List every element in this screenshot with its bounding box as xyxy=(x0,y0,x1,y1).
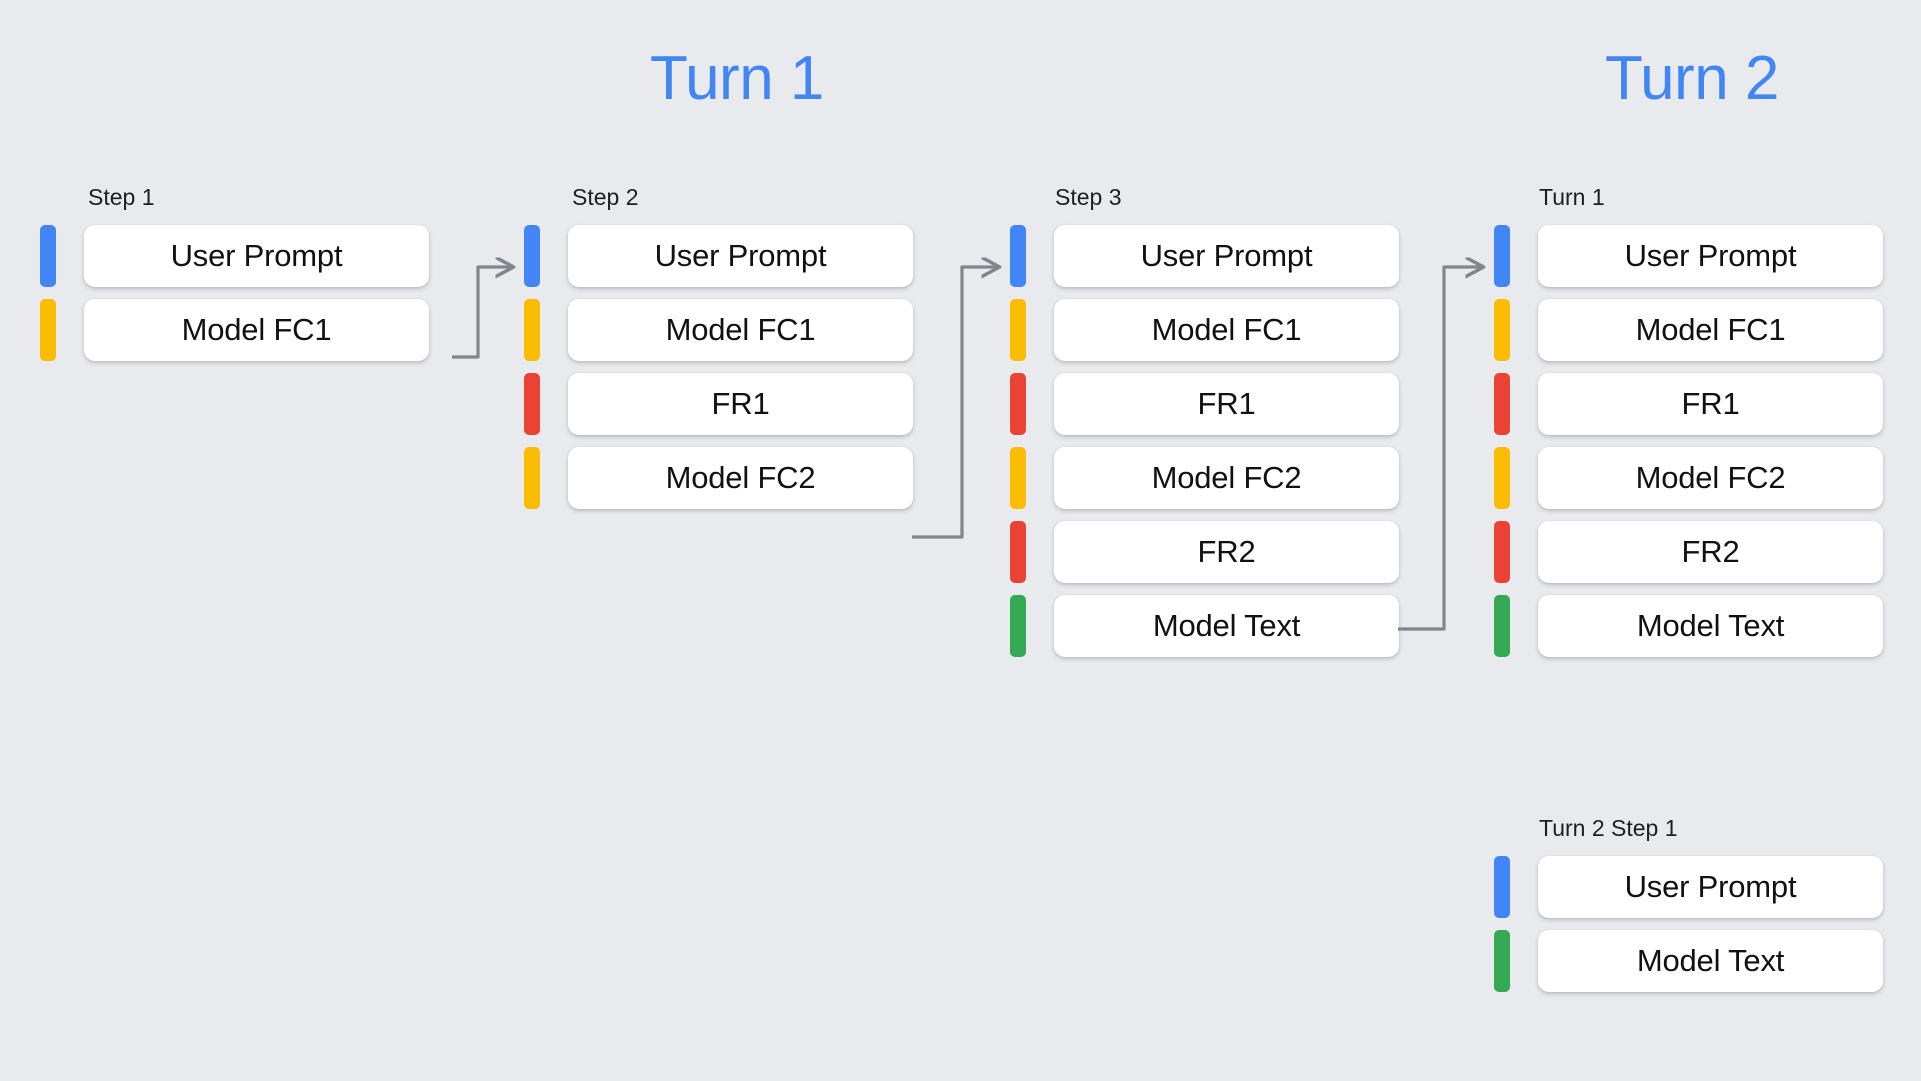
status-bar-yellow xyxy=(1494,447,1510,509)
list-item[interactable]: FR2 xyxy=(1494,521,1883,583)
status-bar-blue xyxy=(40,225,56,287)
list-item[interactable]: FR1 xyxy=(524,373,913,435)
connector-step3-to-turn1 xyxy=(1398,267,1483,631)
status-bar-blue xyxy=(1494,856,1510,918)
status-bar-blue xyxy=(524,225,540,287)
card-fr2[interactable]: FR2 xyxy=(1538,521,1883,583)
connector-step2-to-step3 xyxy=(912,267,999,539)
list-item[interactable]: Model FC1 xyxy=(524,299,913,361)
status-bar-red xyxy=(1494,521,1510,583)
status-bar-yellow xyxy=(524,299,540,361)
status-bar-red xyxy=(524,373,540,435)
list-item[interactable]: User Prompt xyxy=(40,225,429,287)
card-fr1[interactable]: FR1 xyxy=(568,373,913,435)
card-fr1[interactable]: FR1 xyxy=(1538,373,1883,435)
status-bar-red xyxy=(1010,373,1026,435)
card-fr2[interactable]: FR2 xyxy=(1054,521,1399,583)
list-item[interactable]: Model Text xyxy=(1494,595,1883,657)
card-model-fc1[interactable]: Model FC1 xyxy=(84,299,429,361)
status-bar-blue xyxy=(1494,225,1510,287)
status-bar-red xyxy=(1494,373,1510,435)
status-bar-yellow xyxy=(1010,299,1026,361)
card-user-prompt[interactable]: User Prompt xyxy=(84,225,429,287)
list-item[interactable]: User Prompt xyxy=(1494,225,1883,287)
list-item[interactable]: FR2 xyxy=(1010,521,1399,583)
connector-step1-to-step2 xyxy=(452,267,513,359)
status-bar-green xyxy=(1010,595,1026,657)
column-label-turn-1: Turn 1 xyxy=(1539,184,1605,210)
status-bar-green xyxy=(1494,930,1510,992)
turn-2-title: Turn 2 xyxy=(1605,44,1779,113)
status-bar-yellow xyxy=(1010,447,1026,509)
card-model-fc1[interactable]: Model FC1 xyxy=(1538,299,1883,361)
card-user-prompt[interactable]: User Prompt xyxy=(1538,225,1883,287)
column-label-step-3: Step 3 xyxy=(1055,184,1122,210)
list-item[interactable]: User Prompt xyxy=(1494,856,1883,918)
list-item[interactable]: Model FC2 xyxy=(1010,447,1399,509)
status-bar-blue xyxy=(1010,225,1026,287)
list-item[interactable]: Model Text xyxy=(1010,595,1399,657)
status-bar-yellow xyxy=(524,447,540,509)
card-model-fc2[interactable]: Model FC2 xyxy=(568,447,913,509)
column-label-step-1: Step 1 xyxy=(88,184,155,210)
card-user-prompt[interactable]: User Prompt xyxy=(1538,856,1883,918)
card-model-text[interactable]: Model Text xyxy=(1538,930,1883,992)
list-item[interactable]: Model FC1 xyxy=(1494,299,1883,361)
card-model-text[interactable]: Model Text xyxy=(1054,595,1399,657)
list-item[interactable]: Model Text xyxy=(1494,930,1883,992)
card-model-text[interactable]: Model Text xyxy=(1538,595,1883,657)
card-user-prompt[interactable]: User Prompt xyxy=(1054,225,1399,287)
card-user-prompt[interactable]: User Prompt xyxy=(568,225,913,287)
status-bar-yellow xyxy=(1494,299,1510,361)
turn-1-title: Turn 1 xyxy=(650,44,824,113)
card-model-fc2[interactable]: Model FC2 xyxy=(1054,447,1399,509)
list-item[interactable]: User Prompt xyxy=(1010,225,1399,287)
column-label-turn-2-step-1: Turn 2 Step 1 xyxy=(1539,815,1678,841)
card-model-fc1[interactable]: Model FC1 xyxy=(1054,299,1399,361)
status-bar-green xyxy=(1494,595,1510,657)
list-item[interactable]: User Prompt xyxy=(524,225,913,287)
status-bar-yellow xyxy=(40,299,56,361)
card-model-fc2[interactable]: Model FC2 xyxy=(1538,447,1883,509)
list-item[interactable]: Model FC2 xyxy=(524,447,913,509)
list-item[interactable]: FR1 xyxy=(1494,373,1883,435)
list-item[interactable]: FR1 xyxy=(1010,373,1399,435)
status-bar-red xyxy=(1010,521,1026,583)
card-model-fc1[interactable]: Model FC1 xyxy=(568,299,913,361)
list-item[interactable]: Model FC1 xyxy=(40,299,429,361)
card-fr1[interactable]: FR1 xyxy=(1054,373,1399,435)
column-label-step-2: Step 2 xyxy=(572,184,639,210)
list-item[interactable]: Model FC1 xyxy=(1010,299,1399,361)
list-item[interactable]: Model FC2 xyxy=(1494,447,1883,509)
